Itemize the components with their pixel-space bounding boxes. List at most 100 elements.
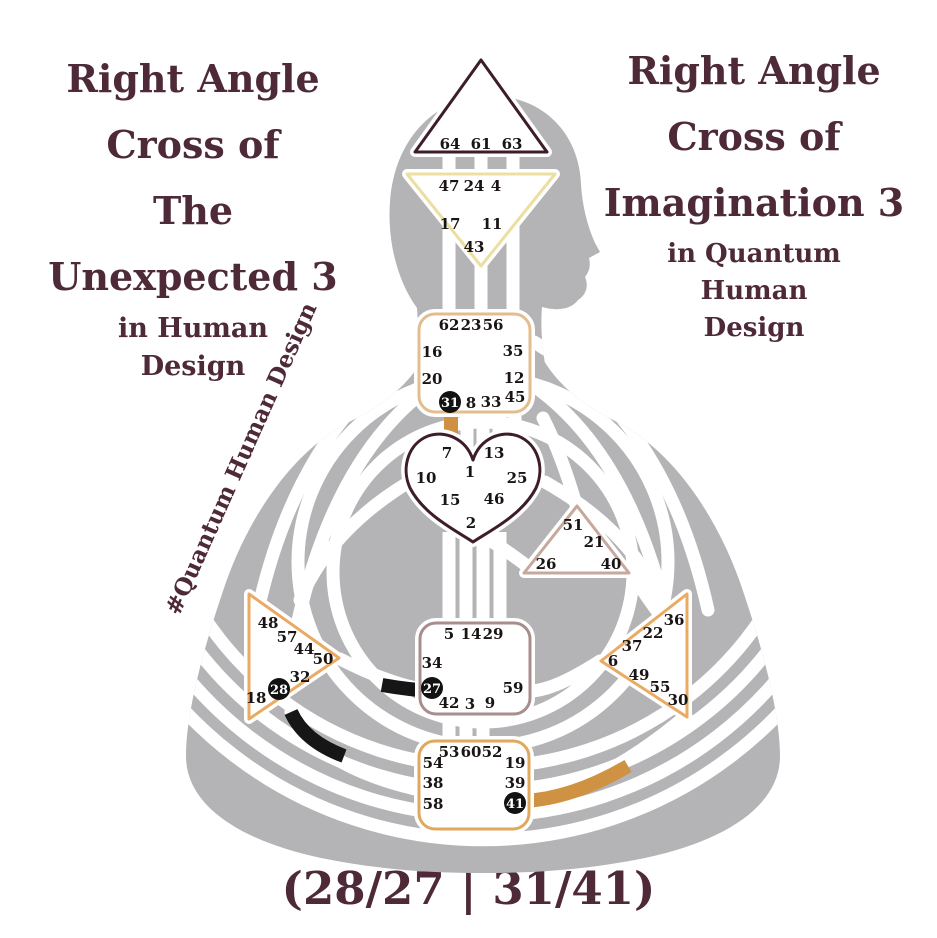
solar-plexus-center: 36 22 37 6 49 55 30 — [596, 589, 692, 722]
gate-10: 10 — [416, 469, 437, 487]
gate-16: 16 — [422, 343, 443, 361]
gate-62: 62 — [439, 316, 460, 334]
right-subtitle-line: Human — [700, 276, 808, 306]
gate-22: 22 — [643, 624, 664, 642]
channel-g-solar — [538, 475, 667, 607]
gate-18: 18 — [246, 689, 267, 707]
head-center-triangle — [413, 58, 549, 154]
left-title-line: Unexpected 3 — [48, 254, 338, 299]
gate-36: 36 — [664, 611, 685, 629]
sacral-center-square — [418, 621, 532, 716]
gate-37: 37 — [622, 637, 643, 655]
channel-bowl-arc — [186, 534, 780, 847]
right-subtitle-line: in Quantum — [667, 239, 841, 269]
gate-32: 32 — [290, 668, 311, 686]
gate-59: 59 — [503, 679, 524, 697]
ajna-center-triangle — [405, 172, 557, 268]
channel-ego-g — [484, 534, 534, 573]
left-subtitle-line: in Human — [117, 313, 269, 344]
throat-center: 62 23 56 16 35 20 12 45 31 8 33 — [414, 309, 535, 417]
gate-47: 47 — [439, 177, 460, 195]
gate-17: 17 — [440, 215, 461, 233]
gate-4: 4 — [491, 177, 501, 195]
gate-55: 55 — [650, 678, 671, 696]
g-center-heart — [404, 432, 542, 544]
gate-38: 38 — [423, 774, 444, 792]
right-title-line: Imagination 3 — [603, 180, 905, 225]
gate-41: 41 — [506, 797, 524, 812]
gate-27-activated-dot — [421, 677, 443, 699]
gate-7: 7 — [442, 444, 452, 462]
gate-42: 42 — [439, 694, 460, 712]
gate-56: 56 — [483, 316, 504, 334]
ego-center: 51 21 26 40 — [519, 501, 634, 578]
gate-34: 34 — [422, 654, 443, 672]
gate-54: 54 — [423, 754, 444, 772]
gate-15: 15 — [440, 491, 461, 509]
gate-52: 52 — [482, 743, 503, 761]
gate-31-activated-dot — [439, 391, 461, 413]
gate-58: 58 — [423, 795, 444, 813]
gate-24: 24 — [464, 177, 485, 195]
gate-61: 61 — [471, 135, 492, 153]
gate-31: 31 — [441, 396, 459, 411]
g-center: 7 13 1 10 25 15 46 2 — [401, 429, 545, 547]
right-cross-title: Right Angle Cross of Imagination 3 in Qu… — [578, 38, 930, 347]
gate-5: 5 — [444, 625, 454, 643]
gate-19: 19 — [505, 754, 526, 772]
right-title-line: Cross of — [667, 114, 841, 159]
left-title-line: Right Angle — [66, 56, 320, 101]
channel-ego-throat — [536, 411, 584, 515]
gate-43: 43 — [464, 238, 485, 256]
gate-44: 44 — [294, 640, 315, 658]
gate-40: 40 — [601, 555, 622, 573]
root-center-square — [417, 739, 531, 831]
root-center: 53 60 52 54 19 38 39 58 41 — [414, 736, 534, 834]
gate-63: 63 — [502, 135, 523, 153]
activation-gate-28-segment — [284, 708, 347, 763]
left-subtitle-line: Design — [140, 351, 246, 382]
gate-41-activated-dot — [504, 792, 526, 814]
solar-plexus-triangle — [599, 592, 689, 719]
gate-25: 25 — [507, 469, 528, 487]
left-cross-title: Right Angle Cross of The Unexpected 3 in… — [18, 46, 368, 386]
gate-45: 45 — [505, 388, 526, 406]
gate-14: 14 — [461, 625, 482, 643]
gate-64: 64 — [440, 135, 461, 153]
gate-39: 39 — [505, 774, 526, 792]
left-title-line: Cross of — [106, 122, 280, 167]
right-title-line: Right Angle — [627, 48, 881, 93]
channel-solar-sacral — [524, 654, 607, 698]
gate-28-activated-dot — [268, 678, 290, 700]
gate-20: 20 — [422, 370, 443, 388]
gate-33: 33 — [481, 393, 502, 411]
head-center: 64 61 63 — [410, 55, 552, 157]
gate-8: 8 — [466, 394, 476, 412]
gate-21: 21 — [584, 533, 605, 551]
gate-29: 29 — [483, 625, 504, 643]
channel-g-spleen — [293, 475, 416, 607]
left-title-line: The — [152, 188, 234, 233]
spleen-center: 48 57 44 50 32 28 18 — [244, 589, 344, 724]
gate-23: 23 — [461, 316, 482, 334]
sacral-center: 5 14 29 34 27 59 42 3 9 — [415, 618, 535, 719]
gate-57: 57 — [277, 628, 298, 646]
gate-2: 2 — [466, 514, 476, 532]
gate-50: 50 — [313, 650, 334, 668]
gate-1: 1 — [465, 463, 475, 481]
gate-6: 6 — [608, 652, 618, 670]
gate-48: 48 — [258, 614, 279, 632]
gate-26: 26 — [536, 555, 557, 573]
gate-11: 11 — [482, 215, 503, 233]
ajna-center: 47 24 4 17 11 43 — [402, 169, 560, 271]
gate-49: 49 — [629, 666, 650, 684]
gate-27: 27 — [423, 682, 441, 697]
gate-3: 3 — [465, 695, 475, 713]
gate-53: 53 — [439, 743, 460, 761]
gate-51: 51 — [563, 516, 584, 534]
gate-46: 46 — [484, 490, 505, 508]
right-subtitle-line: Design — [703, 313, 805, 343]
ego-center-triangle — [522, 504, 631, 575]
